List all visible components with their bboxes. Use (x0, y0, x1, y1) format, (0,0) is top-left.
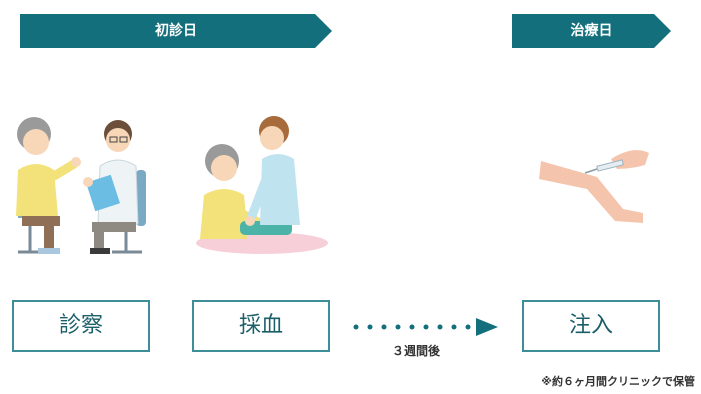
blood-draw-illustration (196, 116, 328, 254)
treatment-day-label: 治療日 (570, 23, 613, 39)
blood-draw-step-label: 採血 (238, 313, 283, 338)
blood-draw-step-box: 採血 (192, 300, 330, 352)
injection-illustration (539, 150, 649, 223)
consultation-step-box: 診察 (12, 300, 150, 352)
injection-step-box: 注入 (522, 300, 660, 352)
dotted-arrow (353, 318, 498, 336)
treatment-day-banner: 治療日 (512, 14, 671, 48)
interval-label: ３週間後 (392, 344, 441, 358)
consultation-step-label: 診察 (58, 313, 103, 338)
consultation-illustration (16, 117, 146, 254)
first-visit-day-label: 初診日 (155, 23, 197, 39)
storage-note: ※約６ヶ月間クリニックで保管 (541, 375, 695, 388)
injection-step-label: 注入 (568, 313, 613, 338)
first-visit-day-banner: 初診日 (20, 14, 332, 48)
